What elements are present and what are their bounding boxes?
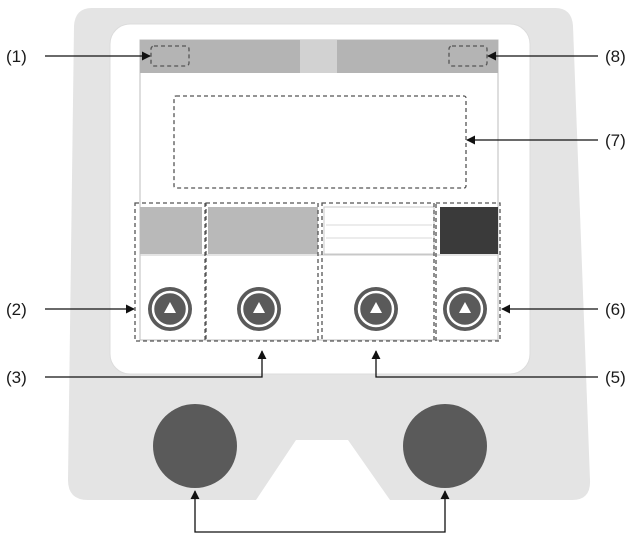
main-display-zone [173, 95, 467, 189]
callout-1-label: (1) [6, 47, 27, 66]
callout-7-label: (7) [605, 131, 626, 150]
softkey-group-3 [321, 202, 435, 342]
callout-6-label: (6) [605, 300, 626, 319]
callout-8-label: (8) [605, 47, 626, 66]
callout-3-label: (3) [6, 368, 27, 387]
callout-4-arrow [190, 490, 450, 533]
softkey-button-4[interactable] [443, 287, 487, 331]
callout-2-label: (2) [6, 300, 27, 319]
softkey-bar-4 [440, 207, 498, 254]
callout-5-arrow [371, 350, 598, 378]
triangle-up-icon [164, 302, 176, 313]
status-bar-left [140, 40, 300, 73]
softkey-button-2[interactable] [237, 287, 281, 331]
softkey-button-3[interactable] [354, 287, 398, 331]
status-indicator-left [150, 45, 190, 67]
right-rotary-knob[interactable] [403, 404, 487, 488]
left-rotary-knob[interactable] [153, 404, 237, 488]
triangle-up-icon [370, 302, 382, 313]
triangle-up-icon [459, 302, 471, 313]
softkey-bar-2 [208, 207, 318, 254]
softkey-button-1[interactable] [148, 287, 192, 331]
softkey-group-4 [435, 202, 501, 342]
status-bar-center-block [300, 40, 337, 73]
softkey-group-1 [134, 202, 206, 342]
callout-5-label: (5) [605, 368, 626, 387]
status-indicator-right [448, 45, 488, 67]
softkey-group-2 [205, 202, 319, 342]
callout-3-arrow [45, 350, 267, 378]
screen [139, 39, 499, 341]
softkey-bar-3 [323, 206, 435, 255]
softkey-bar-1 [140, 207, 202, 254]
status-bar-right [337, 40, 498, 73]
triangle-up-icon [253, 302, 265, 313]
